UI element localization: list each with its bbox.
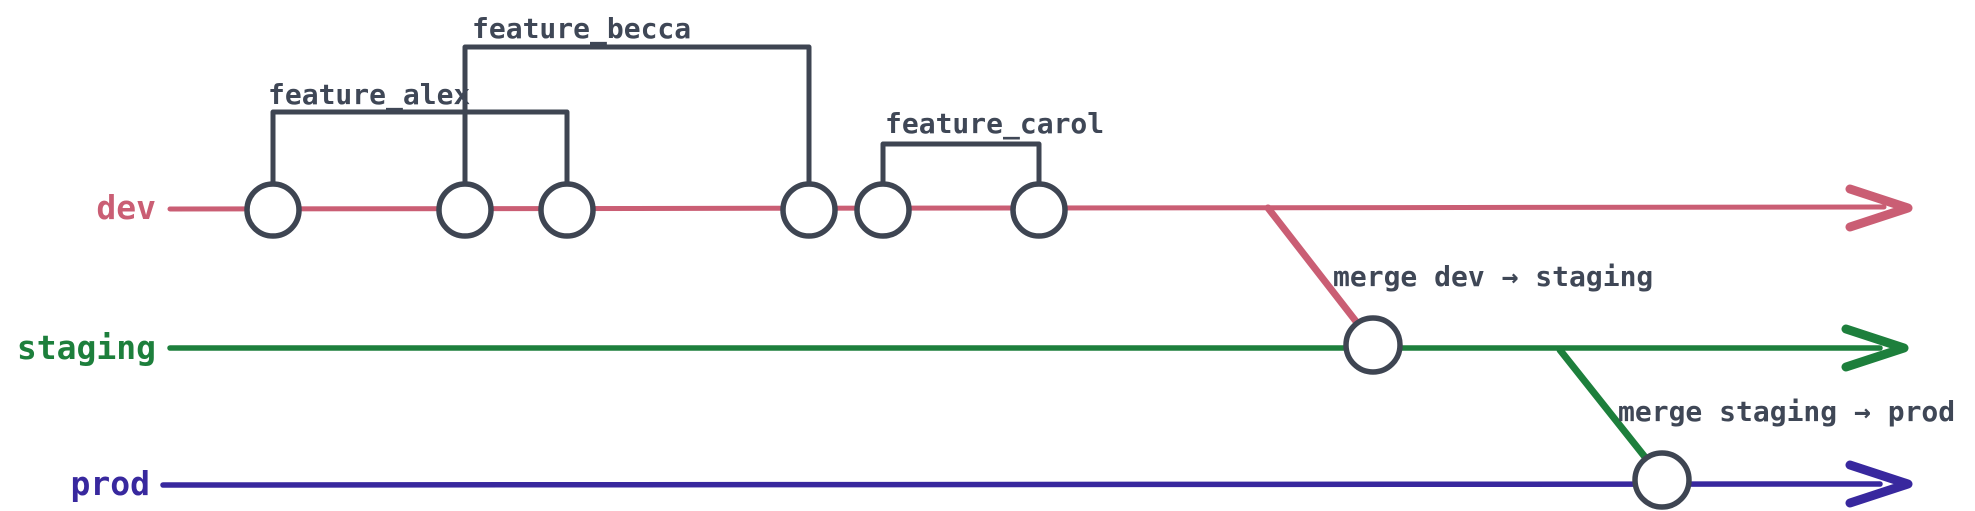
feature-alex-label: feature_alex <box>268 78 470 111</box>
prod-branch-line <box>160 481 1883 488</box>
commit-node <box>780 181 838 239</box>
feature-becca-label: feature_becca <box>472 12 691 45</box>
commit-node <box>1010 181 1068 239</box>
merge-edge-staging-to-prod <box>1556 346 1664 480</box>
prod-branch-label: prod <box>71 464 150 503</box>
feature-carol-label: feature_carol <box>885 107 1104 140</box>
dev-branch-label: dev <box>96 188 156 227</box>
prod-branch-arrowhead-icon <box>1845 460 1913 508</box>
commit-node <box>538 181 596 239</box>
commit-node <box>436 181 494 239</box>
merge-commit-node-prod <box>1632 450 1692 510</box>
feature-carol-bracket <box>880 141 1042 187</box>
merge-edge-dev-to-staging <box>1264 204 1376 346</box>
staging-branch-label: staging <box>17 328 156 367</box>
commit-node <box>854 181 912 239</box>
feature-becca-bracket <box>462 44 812 187</box>
feature-alex-bracket <box>270 109 570 187</box>
commit-node <box>244 181 302 239</box>
merge-commit-node-staging <box>1343 315 1403 375</box>
staging-branch-arrowhead-icon <box>1841 324 1909 372</box>
merge-staging-to-prod-label: merge staging → prod <box>1618 395 1955 428</box>
merge-dev-to-staging-label: merge dev → staging <box>1333 260 1653 293</box>
dev-branch-arrowhead-icon <box>1845 184 1913 232</box>
